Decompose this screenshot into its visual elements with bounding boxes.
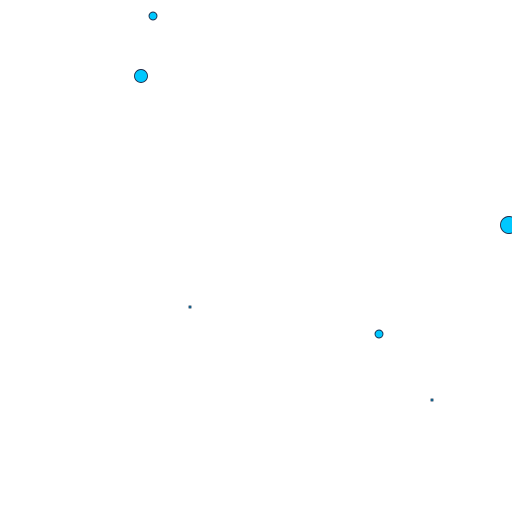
- marker-6[interactable]: [430, 398, 434, 402]
- markers-layer: [134, 11, 512, 402]
- marker-5[interactable]: [374, 329, 384, 339]
- marker-3[interactable]: [500, 216, 512, 234]
- marker-1[interactable]: [148, 11, 158, 21]
- marker-2[interactable]: [134, 69, 148, 83]
- marker-4[interactable]: [188, 305, 192, 309]
